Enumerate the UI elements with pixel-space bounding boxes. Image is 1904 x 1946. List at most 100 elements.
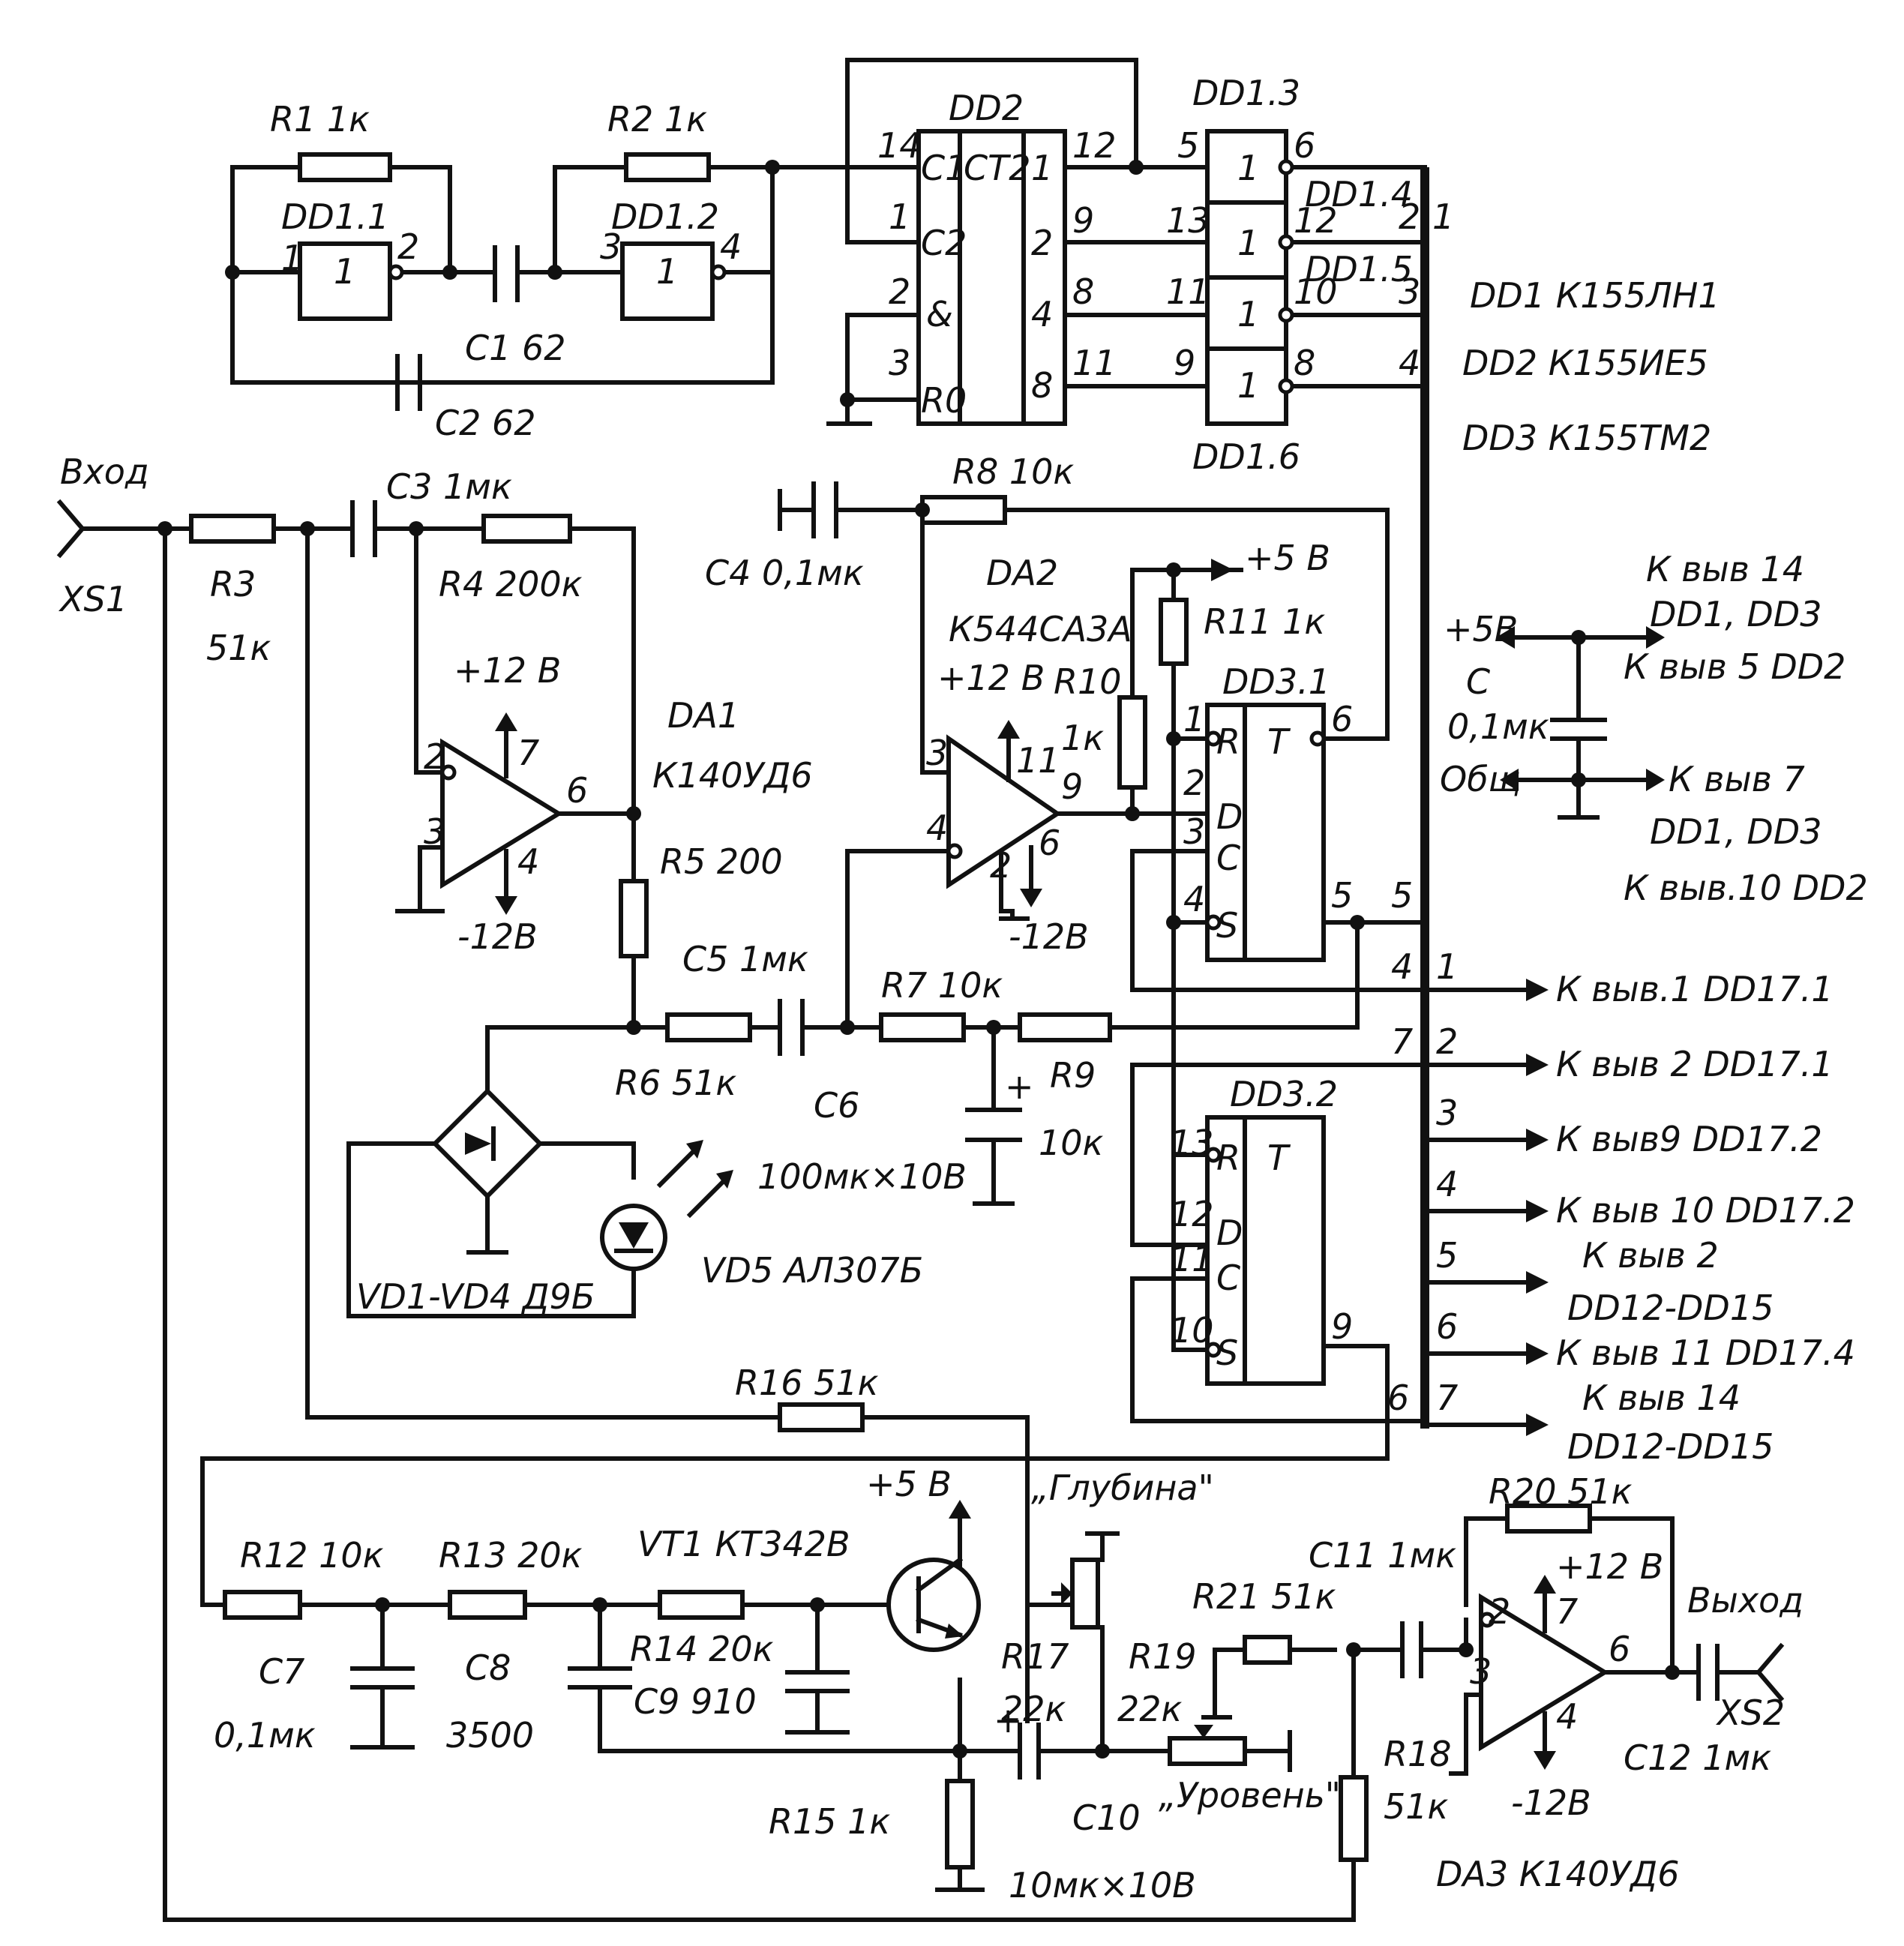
out-num: 2: [1436, 1021, 1458, 1062]
ff-pin: R: [1216, 1138, 1240, 1178]
label-dd1-6: DD1.6: [1192, 436, 1300, 477]
dd2-ct: CT2: [964, 148, 1030, 188]
r4-resistor: [481, 514, 572, 544]
dd3-2-flipflop: [1205, 1115, 1326, 1386]
c4-capacitor: [778, 481, 838, 538]
r8-resistor: [920, 495, 1007, 525]
label-r5: R5 200: [660, 841, 783, 882]
label-r17: R17: [1001, 1636, 1069, 1677]
r19-uroven-pot: [1168, 1736, 1247, 1766]
pin: 13: [1170, 1123, 1214, 1163]
label-c10-value: 10мк×10В: [1009, 1865, 1196, 1906]
r14-resistor: [658, 1590, 745, 1620]
pin: 11: [1016, 740, 1060, 781]
label-r21: R21 51к: [1192, 1576, 1336, 1617]
gate-symbol: 1: [334, 251, 355, 292]
c10-plus: +: [994, 1700, 1023, 1741]
label-r4: R4 200к: [439, 564, 583, 604]
label-r14: R14 20к: [630, 1629, 774, 1669]
pin: 3: [1470, 1651, 1492, 1692]
label-plus5: +5 В: [1245, 538, 1330, 578]
label-dd3-2: DD3.2: [1230, 1074, 1338, 1114]
pin: 6: [1294, 125, 1315, 166]
label-r10: R10: [1054, 661, 1122, 702]
label-c12: C12 1мк: [1624, 1738, 1771, 1778]
label-c3: C3 1мк: [386, 466, 512, 507]
label-r8: R8 10к: [952, 451, 1074, 492]
c6-capacitor: [965, 1108, 1022, 1142]
pwr-note: К выв.10 DD2: [1624, 868, 1868, 908]
pwr-note: К выв 14: [1646, 549, 1804, 589]
label-r16: R16 51к: [735, 1363, 879, 1403]
pin: 8: [1072, 271, 1094, 312]
pin: 2: [424, 736, 445, 777]
pin: 2: [1489, 1591, 1510, 1632]
c10-capacitor: [1018, 1723, 1041, 1780]
label-da2-type: К544СА3А: [949, 609, 1132, 649]
output-label-1: К выв.1 DD17.1: [1556, 969, 1834, 1009]
r3-resistor: [189, 514, 276, 544]
label-r9-value: 10к: [1039, 1123, 1104, 1163]
dd2-counter: [916, 129, 1067, 426]
pin: 7: [1556, 1591, 1578, 1632]
c5-capacitor: [778, 999, 805, 1056]
gate-symbol: 1: [656, 251, 678, 292]
gate-symbol: 1: [1237, 148, 1259, 188]
pin: 4: [1183, 879, 1205, 919]
r17-glubina-pot: [1070, 1558, 1100, 1630]
pin: 3: [424, 811, 445, 852]
label-da2: DA2: [986, 553, 1058, 593]
c3-capacitor: [350, 500, 377, 557]
dd2-out: 1: [1031, 148, 1053, 188]
label-dd2: DD2: [949, 88, 1024, 128]
label-minus12-3: -12В: [1511, 1783, 1591, 1823]
gate-symbol: 1: [1237, 294, 1259, 334]
r20-resistor: [1505, 1504, 1592, 1534]
label-xs1: XS1: [58, 579, 127, 619]
c2-capacitor: [230, 354, 422, 411]
label-dd1-1: DD1.1: [281, 196, 389, 237]
label-r19: R19: [1129, 1636, 1197, 1677]
pin: 3: [889, 343, 910, 383]
pwr-note: К выв 7: [1669, 759, 1805, 799]
pin: 10: [1294, 271, 1338, 312]
label-r15: R15 1к: [769, 1801, 890, 1842]
pwr-note: DD1, DD3: [1650, 811, 1822, 852]
label-plus12: +12 В: [454, 650, 561, 691]
label-c2: C2 62: [435, 403, 536, 443]
chip-dd2: DD2 К155ИЕ5: [1462, 343, 1708, 383]
r1-resistor: [298, 152, 392, 182]
junctions: [157, 160, 1680, 1759]
output-label-5b: DD12-DD15: [1567, 1288, 1774, 1328]
label-dd1-5: DD1.5: [1305, 249, 1413, 289]
label-minus12: -12В: [457, 916, 538, 957]
bus-num: 6: [1387, 1378, 1409, 1418]
r18-resistor: [1339, 1775, 1369, 1862]
chip-dd3: DD3 К155ТМ2: [1462, 418, 1711, 458]
label-pwr-c: C: [1466, 661, 1490, 702]
r11-resistor: [1159, 598, 1189, 666]
pin: 7: [517, 733, 539, 773]
dd2-c1: C1: [921, 148, 967, 188]
labels: R1 1к DD1.1 1 1 2 R2 1к DD1.2 3 1 4 C1 6…: [58, 73, 1868, 1906]
label-c10: C10: [1072, 1798, 1141, 1838]
label-c6: C6: [814, 1085, 859, 1126]
output-label-4: К выв 10 DD17.2: [1556, 1190, 1855, 1231]
pwr-note: К выв 5 DD2: [1624, 646, 1846, 687]
output-label-3: К выв9 DD17.2: [1556, 1119, 1822, 1159]
label-da1-type: К140УД6: [652, 755, 813, 796]
dd2-out: 8: [1031, 365, 1053, 406]
label-input: Вход: [60, 451, 149, 492]
pin: 1: [889, 196, 910, 237]
pin: 14: [877, 125, 922, 166]
dd2-out: 4: [1031, 294, 1053, 334]
label-r7: R7 10к: [881, 965, 1003, 1006]
r13-resistor: [448, 1590, 527, 1620]
label-c1: C1 62: [465, 328, 566, 368]
pin: 2: [889, 271, 910, 312]
label-vd5: VD5 АЛ307Б: [701, 1250, 923, 1291]
r6-resistor: [665, 1012, 752, 1042]
r21-resistor: [1243, 1635, 1292, 1665]
r16-resistor: [778, 1402, 865, 1432]
label-r18-value: 51к: [1384, 1786, 1449, 1827]
